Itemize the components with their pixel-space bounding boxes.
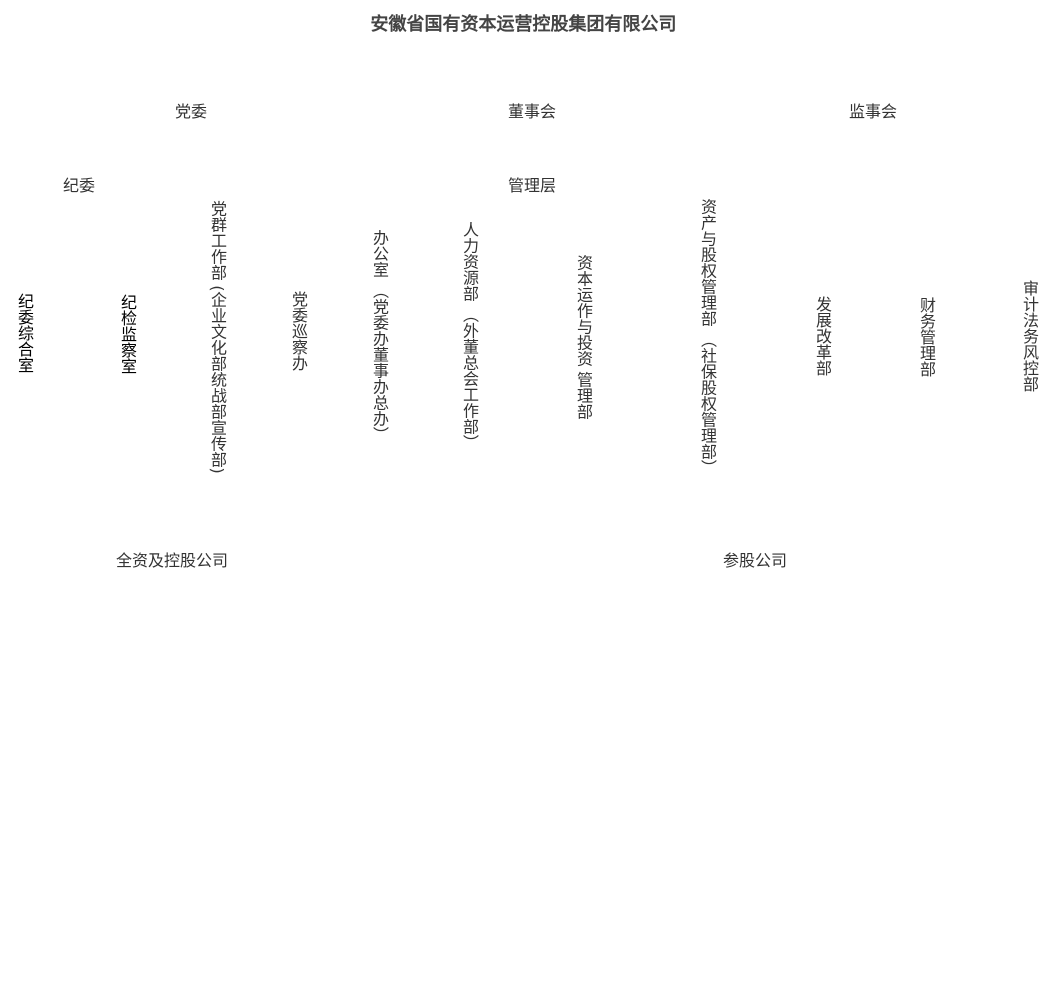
department-subtitle: (企业文化部统战部宣传部): [208, 285, 227, 474]
department-subtitle: （党委办董事办总办）: [370, 282, 389, 443]
department-node: 纪委综合室: [14, 293, 34, 373]
department-node: 财务管理部: [916, 297, 936, 377]
department-name: 办公室: [370, 229, 389, 278]
supervisory-board-node: 监事会: [848, 102, 898, 121]
department-name: 发展改革部: [813, 296, 832, 376]
chart-title: 安徽省国有资本运营控股集团有限公司: [370, 14, 677, 35]
department-name: 纪检监察室: [118, 294, 137, 374]
department-node: 人力资源部 （外董总会工作部）: [459, 221, 479, 450]
department-node: 审计法务风控部: [1019, 280, 1039, 392]
equity-participation-node: 参股公司: [722, 551, 788, 570]
department-name: 财务管理部: [917, 297, 936, 377]
department-node: 资产与股权管理部 （社保股权管理部）: [697, 198, 717, 475]
department-name: 资本运作与投资: [574, 254, 593, 367]
department-subtitle: （社保股权管理部）: [698, 331, 717, 476]
department-name: 党委巡察办: [289, 291, 308, 371]
department-name: 资产与股权管理部: [698, 198, 717, 327]
department-node: 纪检监察室: [117, 294, 137, 374]
management-node: 管理层: [507, 176, 557, 195]
department-subtitle: 管理部: [574, 371, 593, 420]
department-node: 资本运作与投资 管理部: [573, 254, 593, 419]
department-name: 纪委综合室: [15, 293, 34, 373]
department-node: 党委巡察办: [288, 291, 308, 371]
department-subtitle: （外董总会工作部）: [460, 306, 479, 451]
department-name: 审计法务风控部: [1020, 280, 1039, 392]
wholly-owned-subsidiaries-node: 全资及控股公司: [115, 551, 229, 570]
board-of-directors-node: 董事会: [507, 102, 557, 121]
party-committee-node: 党委: [174, 102, 208, 121]
department-node: 发展改革部: [812, 296, 832, 376]
department-name: 人力资源部: [460, 221, 479, 302]
department-node: 党群工作部 (企业文化部统战部宣传部): [207, 200, 227, 474]
department-name: 党群工作部: [208, 200, 227, 281]
department-node: 办公室 （党委办董事办总办）: [369, 229, 389, 442]
discipline-committee-node: 纪委: [62, 176, 96, 195]
